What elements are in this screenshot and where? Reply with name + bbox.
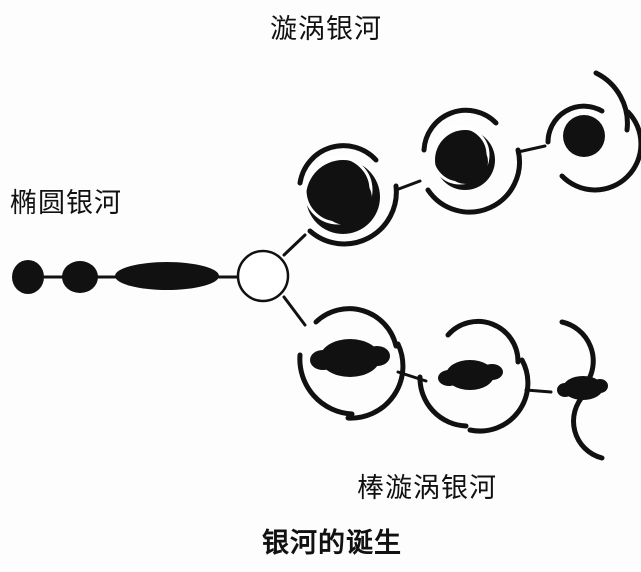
connector-line (284, 297, 305, 325)
transition-galaxy (238, 251, 288, 301)
spiral-galaxy-2 (424, 110, 519, 212)
elliptical-galaxy-small (62, 261, 98, 293)
connector-line (284, 235, 305, 255)
diagram-caption: 银河的诞生 (262, 528, 402, 560)
spiral-galaxy-label: 漩涡银河 (270, 14, 382, 46)
barred-spiral-galaxy-2 (420, 321, 528, 431)
barred-spiral-galaxy-1 (300, 309, 403, 418)
elliptical-galaxy-label: 椭圆银河 (10, 188, 122, 220)
elliptical-galaxy-flat (115, 262, 219, 290)
spiral-galaxy-1 (300, 146, 396, 244)
connector-line (518, 146, 545, 152)
connector-line (396, 181, 420, 190)
barred-spiral-galaxy-label: 棒漩涡银河 (357, 473, 497, 505)
elliptical-galaxy-round (12, 260, 44, 294)
barred-spiral-galaxy-3 (557, 322, 608, 458)
spiral-galaxy-3 (548, 73, 641, 190)
